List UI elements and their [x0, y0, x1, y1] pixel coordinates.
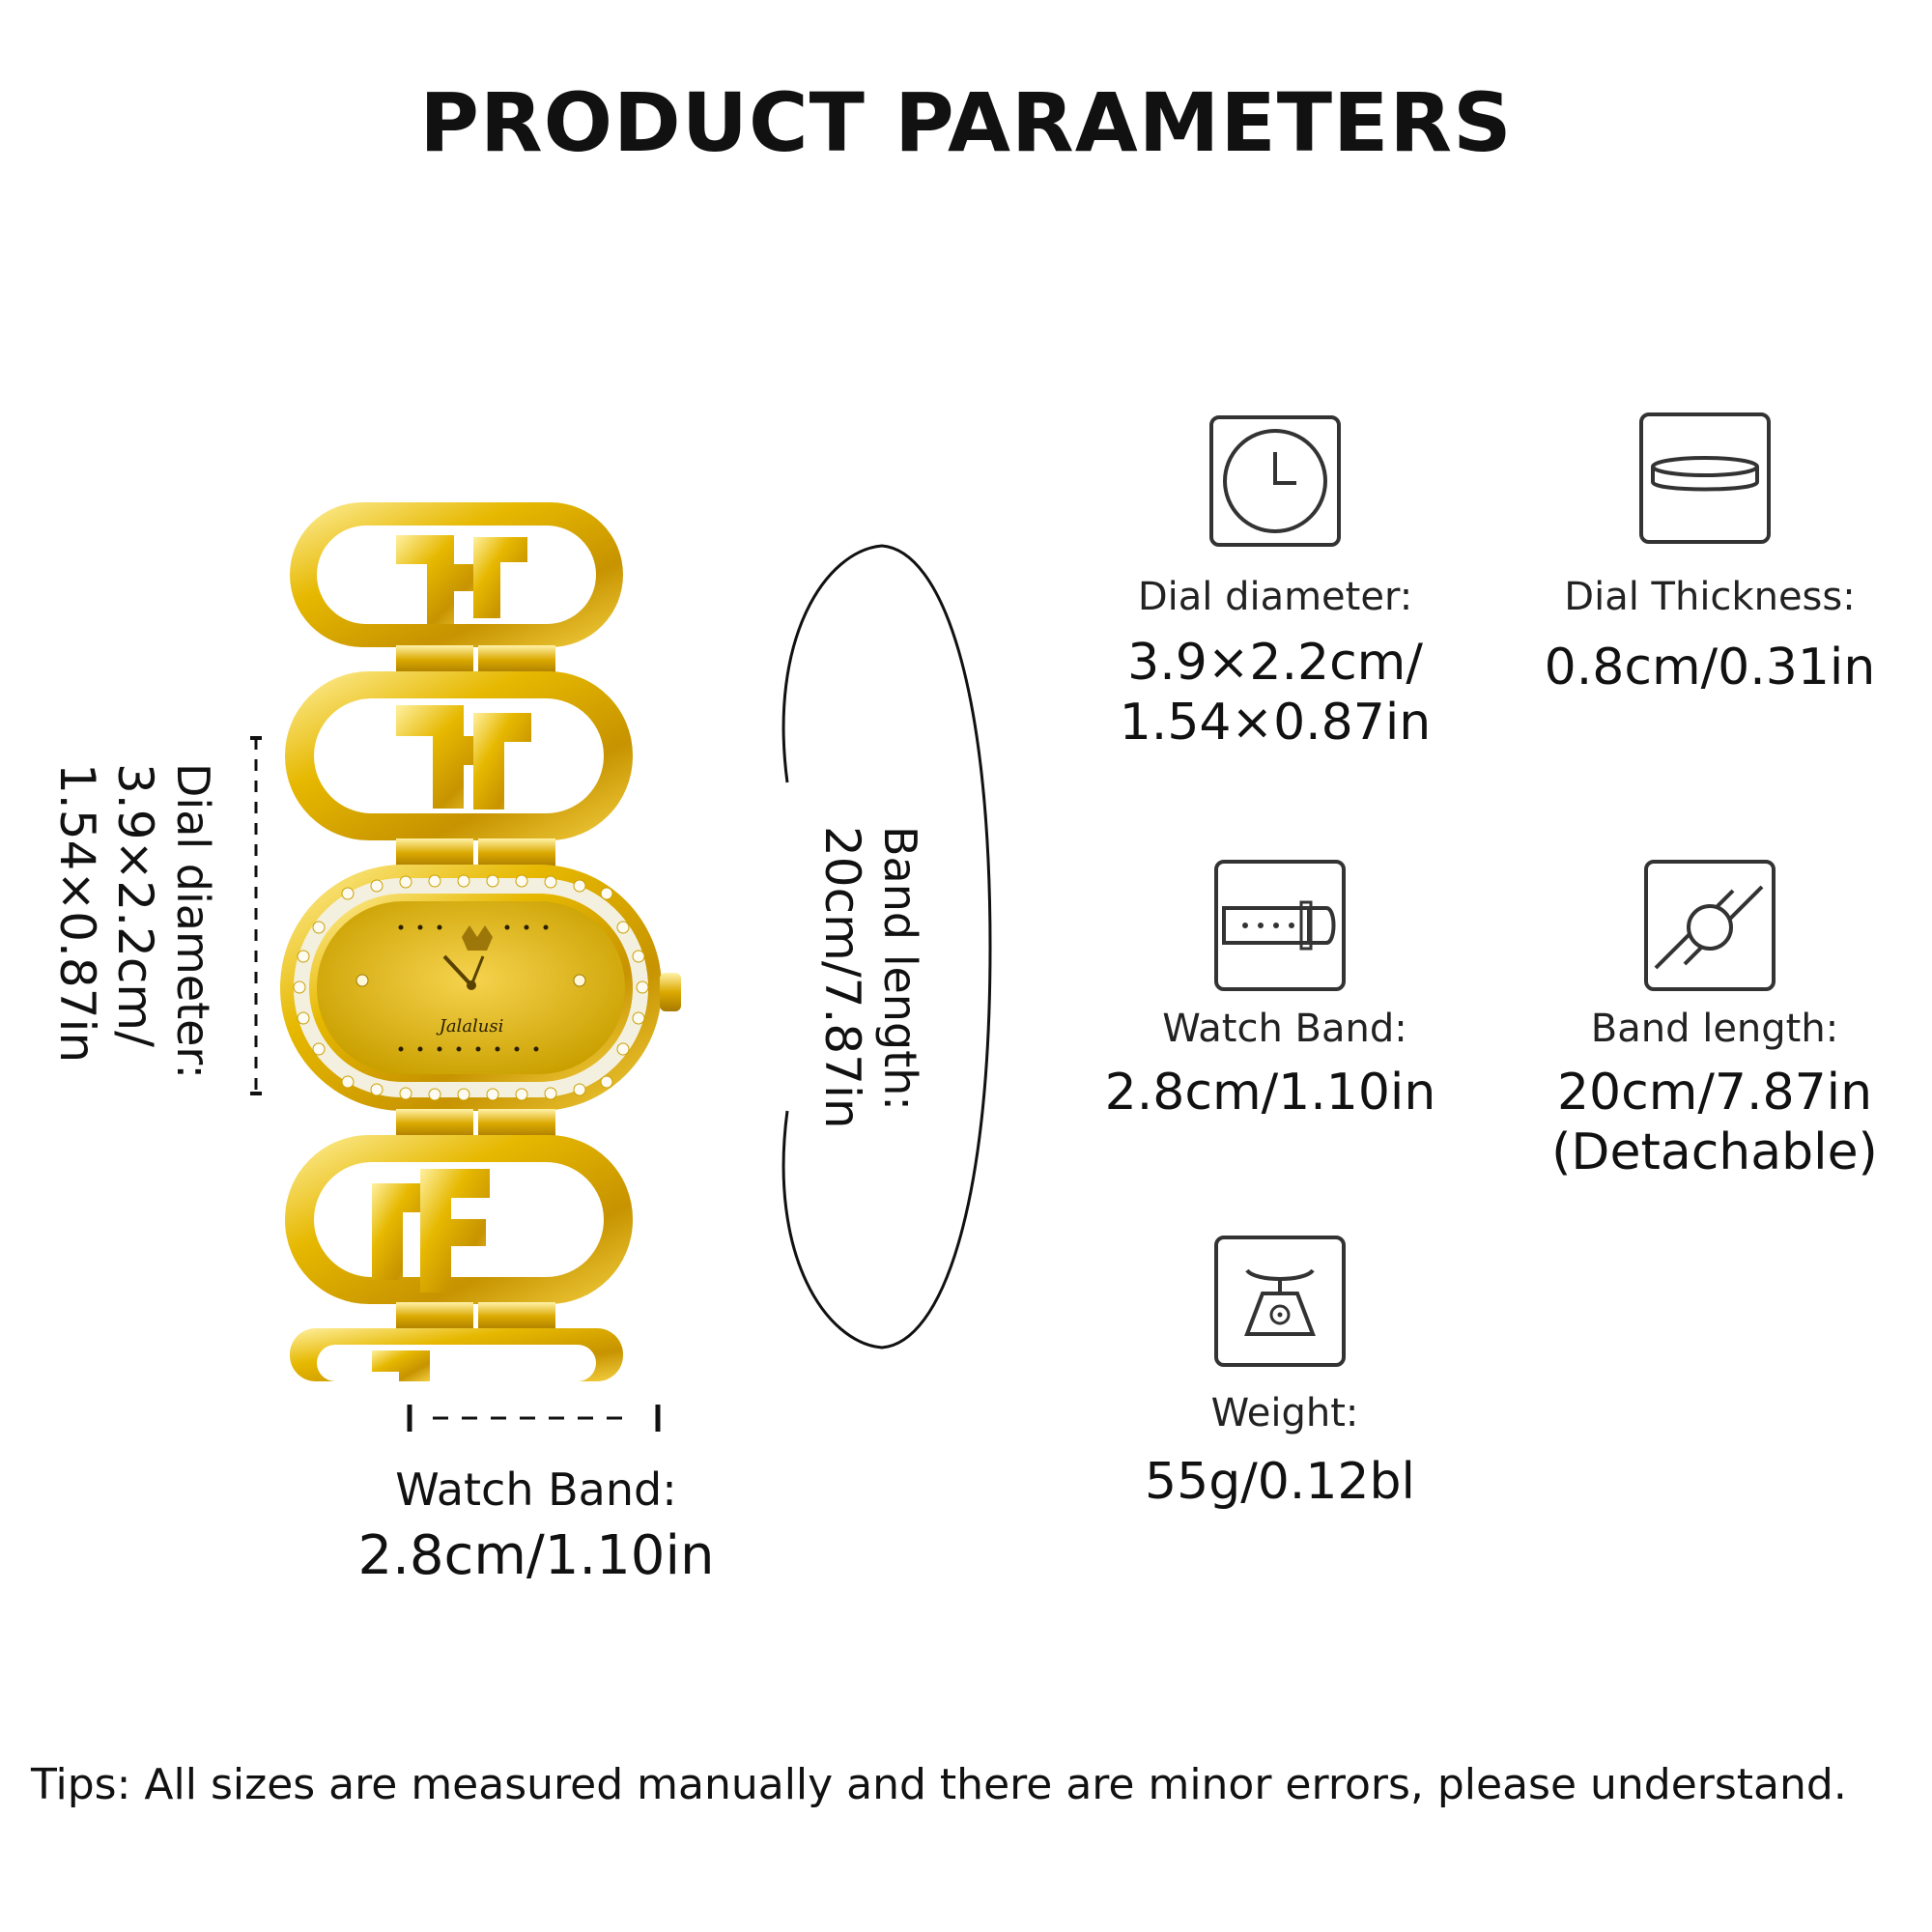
band-link [285, 671, 633, 840]
spec-value-line1: 20cm/7.87in [1556, 1064, 1873, 1122]
spec-value-line1: 0.8cm/0.31in [1544, 639, 1876, 696]
spec-label: Dial diameter: [1137, 575, 1413, 619]
tips-note: Tips: All sizes are measured manually an… [31, 1760, 1847, 1809]
spec-value-line2: (Detachable) [1551, 1123, 1878, 1181]
band-length-label: Band length: [874, 826, 926, 1111]
watch-illustration: Jalalusi [280, 502, 821, 1381]
dial-diameter-dimension-line [246, 736, 266, 1095]
spec-value-line2: 1.54×0.87in [1119, 694, 1432, 752]
spec-value-line1: 3.9×2.2cm/ [1127, 634, 1423, 692]
watch-band-value: 2.8cm/1.10in [357, 1524, 715, 1587]
clock-icon [1208, 413, 1343, 549]
band-link [285, 1135, 633, 1304]
spec-label: Dial Thickness: [1564, 575, 1856, 619]
dial-diameter-value-line2: 1.54×0.87in [49, 763, 105, 1064]
spec-value-line1: 55g/0.12bl [1145, 1453, 1415, 1511]
scale-icon [1212, 1234, 1348, 1369]
page-title: PRODUCT PARAMETERS [419, 75, 1513, 170]
band-link [290, 1328, 623, 1381]
spec-label: Weight: [1210, 1391, 1359, 1435]
spec-label: Band length: [1590, 1007, 1839, 1051]
band-link [290, 502, 623, 647]
band-length-icon [1642, 858, 1777, 993]
spec-value-line1: 2.8cm/1.10in [1104, 1064, 1436, 1122]
band-length-value: 20cm/7.87in [814, 826, 870, 1129]
band-length-ellipse [768, 541, 995, 1352]
dial-diameter-label: Dial diameter: [167, 763, 219, 1080]
band-length-vertical-label: Band length: 20cm/7.87in [813, 826, 929, 1135]
dial-diameter-value-line1: 3.9×2.2cm/ [107, 763, 163, 1047]
spec-label: Watch Band: [1162, 1007, 1407, 1051]
brand-logo: Jalalusi [436, 1016, 504, 1037]
dial-diameter-vertical-label: Dial diameter: 3.9×2.2cm/ 1.54×0.87in [48, 763, 222, 1130]
watch-band-dimension-line [406, 1401, 662, 1435]
watch-case [280, 865, 681, 1111]
dial-thickness-icon [1637, 411, 1773, 546]
watch-band-label: Watch Band: [395, 1463, 677, 1516]
watch-band-icon [1212, 858, 1348, 993]
